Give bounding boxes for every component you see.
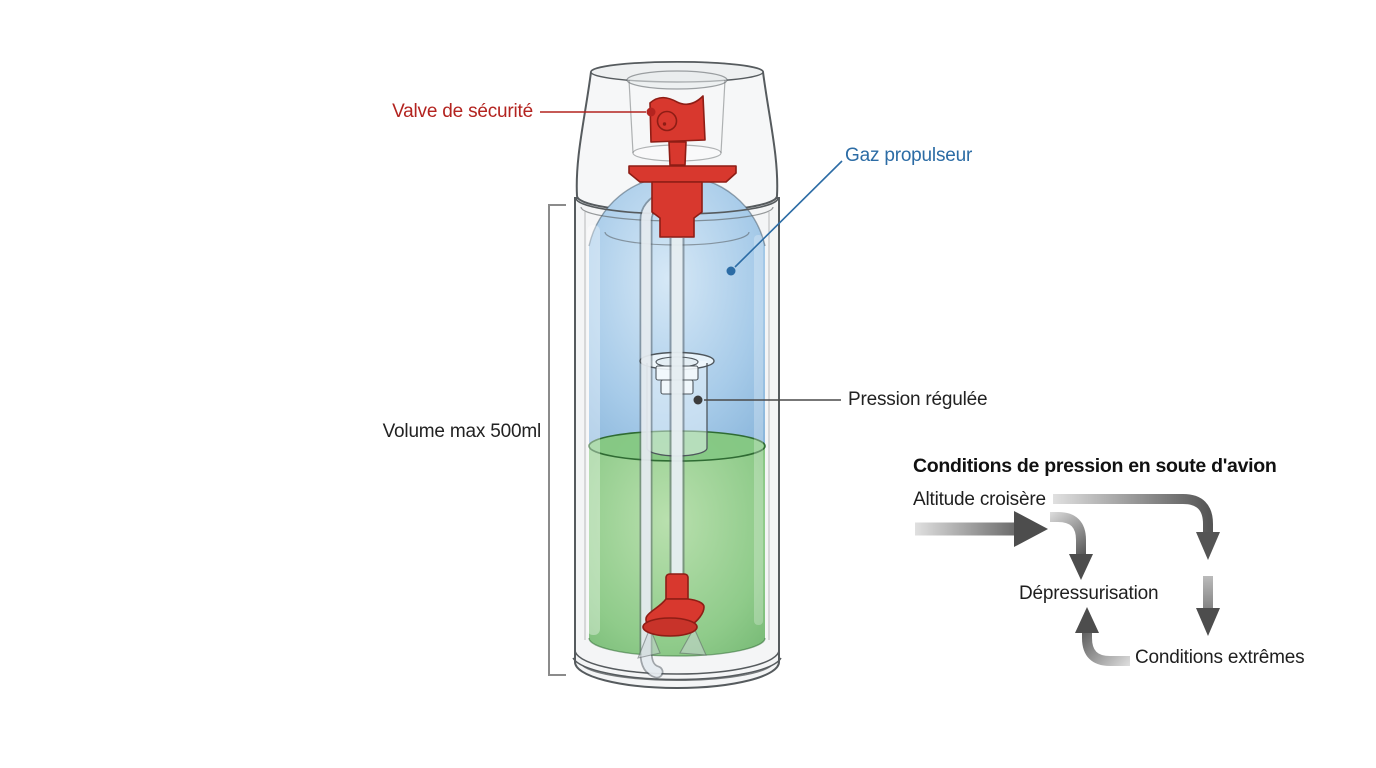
flow-step-depressurisation: Dépressurisation xyxy=(1019,583,1159,605)
arrow-right-icon xyxy=(915,511,1048,547)
flow-step-altitude: Altitude croisère xyxy=(913,489,1046,511)
flow-title: Conditions de pression en soute d'avion xyxy=(913,454,1277,477)
bottom-supports xyxy=(637,626,707,659)
flow-step-conditions-extremes: Conditions extrêmes xyxy=(1135,647,1305,669)
can-highlight xyxy=(587,225,600,635)
arrow-curve-down-icon xyxy=(1050,512,1093,580)
volume-bracket xyxy=(548,204,566,676)
leader-dot-pression xyxy=(693,395,703,405)
aerosol-can xyxy=(572,61,782,689)
label-pression-regulee: Pression régulée xyxy=(848,389,988,411)
arrow-curve-up-icon xyxy=(1075,607,1130,666)
leader-gaz xyxy=(726,160,843,276)
arrow-down-icon xyxy=(1196,576,1220,636)
bottom-valve xyxy=(642,573,705,637)
arrow-corner-down-icon xyxy=(1053,494,1220,560)
leader-dot-valve xyxy=(646,107,656,117)
can-highlight-right xyxy=(754,235,763,625)
label-valve-securite: Valve de sécurité xyxy=(392,101,533,123)
safety-valve-assembly xyxy=(628,95,737,238)
leader-dot-gaz xyxy=(726,266,736,276)
label-gaz-propulseur: Gaz propulseur xyxy=(845,145,973,167)
leader-pression xyxy=(693,395,841,405)
leader-valve xyxy=(540,107,656,117)
flow-arrows xyxy=(915,494,1220,666)
label-volume-max: Volume max 500ml xyxy=(382,421,542,443)
